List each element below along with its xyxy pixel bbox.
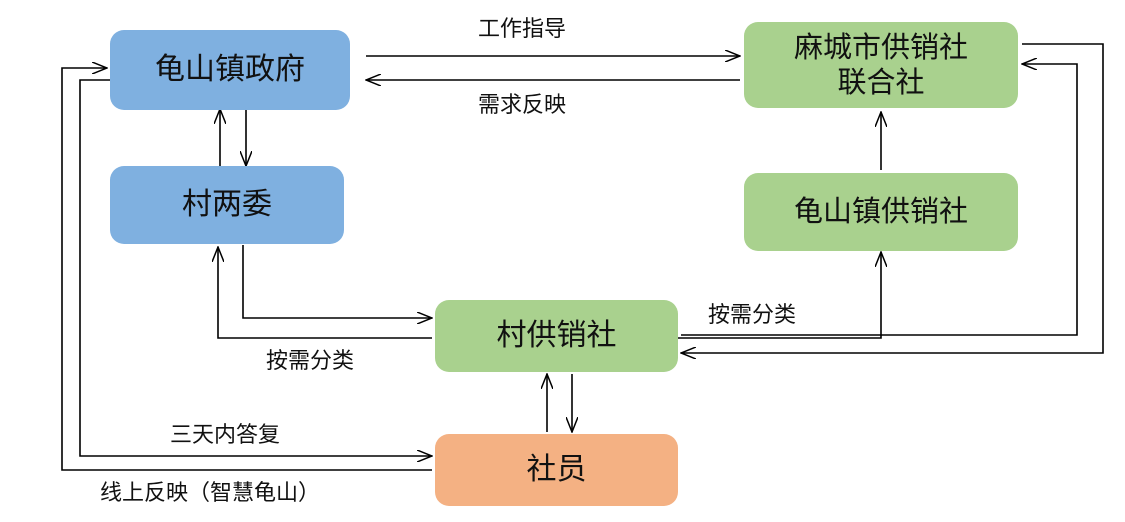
edge-label-online-feedback: 线上反映（智慧龟山） xyxy=(100,481,321,506)
arrow-macheng-outer-loop xyxy=(681,43,1104,353)
edge-label-classify-right: 按需分类 xyxy=(708,303,797,328)
arrow-committees-to-village-coop xyxy=(242,245,432,318)
node-village-coop: 村供销社 xyxy=(435,300,678,372)
node-member-label: 社员 xyxy=(526,451,587,487)
edge-label-classify-left: 按需分类 xyxy=(266,349,355,374)
node-village-committees: 村两委 xyxy=(110,166,344,244)
node-macheng-union-label: 麻城市供销社联合社 xyxy=(793,29,968,99)
node-village-coop-label: 村供销社 xyxy=(496,317,617,353)
arrow-village-coop-to-guishan-coop xyxy=(678,252,881,339)
node-village-committees-label: 村两委 xyxy=(182,186,272,222)
node-guishan-coop: 龟山镇供销社 xyxy=(744,173,1018,251)
arrow-village-coop-to-committees xyxy=(218,247,432,339)
edge-label-demand-feedback: 需求反映 xyxy=(478,93,567,118)
node-member: 社员 xyxy=(435,434,678,506)
arrow-inner-loop-to-macheng xyxy=(681,64,1078,336)
edge-label-reply-three-days: 三天内答复 xyxy=(170,423,281,448)
node-guishan-gov: 龟山镇政府 xyxy=(110,30,350,110)
arrow-reply-to-member xyxy=(79,79,432,456)
node-guishan-gov-label: 龟山镇政府 xyxy=(155,51,305,87)
node-macheng-union: 麻城市供销社联合社 xyxy=(744,22,1018,108)
arrow-online-feedback-to-gov xyxy=(61,68,432,471)
edge-label-work-guidance: 工作指导 xyxy=(478,17,567,42)
node-guishan-coop-label: 龟山镇供销社 xyxy=(793,194,968,229)
